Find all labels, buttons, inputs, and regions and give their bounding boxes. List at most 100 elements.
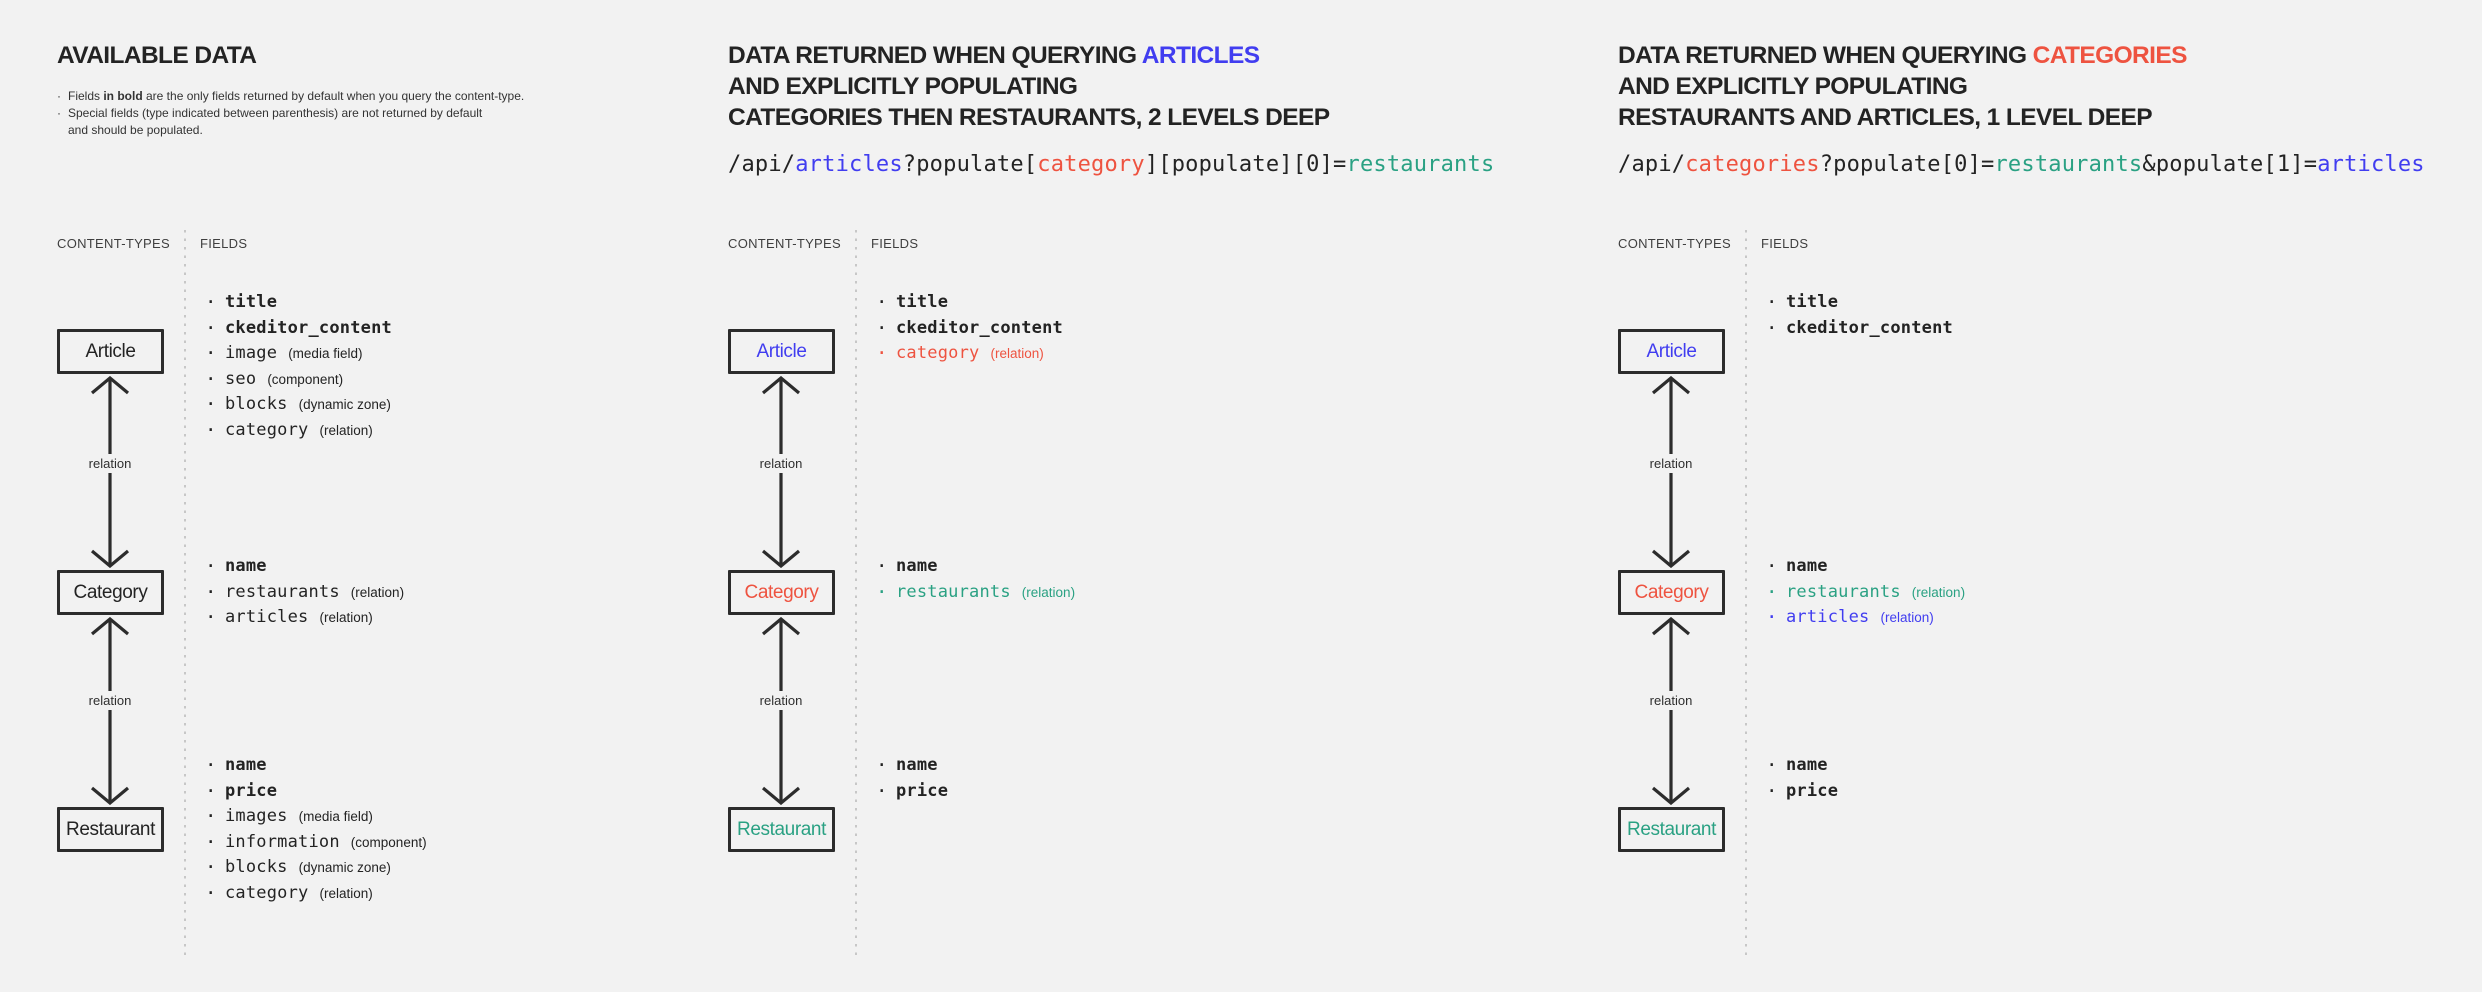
- api-query-segment: articles: [2317, 152, 2425, 177]
- field-name: blocks: [225, 857, 288, 878]
- note-text: Fields: [68, 89, 104, 103]
- api-query-segment: category: [1037, 152, 1145, 177]
- field-item: ·blocks(dynamic zone): [205, 855, 427, 881]
- api-query-segment: &populate[1]=: [2142, 152, 2318, 177]
- bullet-icon: ·: [205, 805, 217, 828]
- bullet-icon: ·: [1766, 779, 1778, 802]
- field-name: ckeditor_content: [1786, 317, 1953, 338]
- content-type-label: Article: [756, 340, 807, 362]
- field-item: · ckeditor_content: [205, 316, 392, 342]
- field-item: ·price: [1766, 779, 1838, 805]
- field-item: · ckeditor_content: [1766, 316, 1953, 342]
- field-name: ckeditor_content: [896, 317, 1063, 338]
- content-type-label: Article: [1646, 340, 1697, 362]
- bullet-icon: ·: [1766, 555, 1778, 578]
- field-name: restaurants: [1786, 581, 1901, 602]
- fields-list: · name ·price: [876, 753, 948, 804]
- api-query-segment: articles: [795, 152, 903, 177]
- field-item: ·title: [876, 290, 1063, 316]
- field-item: · title: [205, 290, 392, 316]
- column-header-content-types: CONTENT-TYPES: [728, 236, 841, 251]
- api-query-segment: restaurants: [1346, 152, 1495, 177]
- bullet-icon: ·: [205, 881, 217, 904]
- api-query: /api/categories?populate[0]=restaurants&…: [1618, 152, 2425, 177]
- column-header-fields: FIELDS: [1761, 236, 1809, 251]
- field-name: information: [225, 831, 340, 852]
- fields-list: ·name·price·images(media field)·informat…: [205, 753, 427, 906]
- field-item: ·name: [1766, 554, 1965, 580]
- field-annotation: (media field): [288, 346, 363, 362]
- fields-list: ·name·restaurants(relation)·articles(rel…: [205, 554, 404, 631]
- field-name: name: [896, 556, 938, 577]
- bullet-icon: ·: [876, 580, 888, 603]
- bullet-icon: ·: [205, 342, 217, 365]
- fields-list: ·name·restaurants(relation)·articles(rel…: [1766, 554, 1965, 631]
- field-annotation: (component): [350, 834, 427, 850]
- field-annotation: (media field): [298, 809, 373, 825]
- field-name: images: [225, 806, 288, 827]
- field-annotation: (component): [267, 371, 344, 387]
- relation-arrow: [1651, 617, 1691, 805]
- bullet-icon: ·: [876, 342, 888, 365]
- api-query-segment: categories: [1685, 152, 1820, 177]
- fields-list: ·title· ckeditor_content: [1766, 290, 1953, 341]
- bullet-icon: ·: [1766, 606, 1778, 629]
- field-name: category: [225, 882, 309, 903]
- field-name: category: [896, 343, 980, 364]
- content-type-label: Restaurant: [1627, 818, 1716, 840]
- content-type-box-restaurant: Restaurant: [1618, 807, 1725, 852]
- field-annotation: (relation): [1911, 584, 1966, 600]
- bullet-icon: ·: [876, 754, 888, 777]
- field-name: ckeditor_content: [225, 317, 392, 338]
- field-item: · image (media field): [205, 341, 392, 367]
- fields-list: · name ·restaurants(relation): [876, 554, 1075, 605]
- title-segment: AND EXPLICITLY POPULATING: [1618, 73, 1968, 100]
- field-name: restaurants: [225, 581, 340, 602]
- field-item: ·name: [205, 554, 404, 580]
- bullet-icon: ·: [1766, 580, 1778, 603]
- fields-list: · title · ckeditor_content · image (media fiel…: [205, 290, 392, 443]
- content-type-box-category: Category: [57, 570, 164, 615]
- title-segment: ARTICLES: [1141, 42, 1260, 69]
- field-item: ·category(relation): [205, 881, 427, 907]
- field-item: ·price: [876, 779, 948, 805]
- field-name: name: [896, 755, 938, 776]
- content-type-box-restaurant: Restaurant: [57, 807, 164, 852]
- bullet-icon: ·: [205, 316, 217, 339]
- content-type-box-article: Article: [1618, 329, 1725, 374]
- bullet-icon: ·: [205, 606, 217, 629]
- field-annotation: (relation): [350, 584, 405, 600]
- field-item: ·title: [1766, 290, 1953, 316]
- field-item: ·restaurants(relation): [876, 580, 1075, 606]
- field-item: · restaurants (relation): [1766, 580, 1965, 606]
- field-name: articles: [225, 607, 309, 628]
- bullet-icon: ·: [205, 291, 217, 314]
- relation-label: relation: [84, 454, 136, 473]
- bullet-icon: ·: [205, 367, 217, 390]
- bullet-icon: ·: [57, 106, 61, 120]
- notes: ·Fields in bold are the only fields retu…: [57, 88, 524, 139]
- field-annotation: (relation): [319, 422, 373, 438]
- api-query-segment: ][populate][0]=: [1144, 152, 1347, 177]
- field-name: image: [225, 343, 278, 364]
- column-header-content-types: CONTENT-TYPES: [1618, 236, 1731, 251]
- note-text: and should be populated.: [68, 123, 203, 137]
- field-item: · articles (relation): [205, 605, 404, 631]
- content-type-box-category: Category: [1618, 570, 1725, 615]
- field-name: title: [225, 292, 278, 313]
- field-item: · images (media field): [205, 804, 427, 830]
- column-divider: [855, 230, 857, 960]
- title-segment: DATA RETURNED WHEN QUERYING: [1618, 42, 2033, 69]
- field-annotation: (relation): [319, 610, 373, 626]
- title-segment: DATA RETURNED WHEN QUERYING: [728, 42, 1142, 69]
- bullet-icon: ·: [1766, 316, 1778, 339]
- field-item: ·name: [1766, 753, 1838, 779]
- column-header-content-types: CONTENT-TYPES: [57, 236, 170, 251]
- field-name: title: [1786, 292, 1839, 313]
- relation-label: relation: [1645, 454, 1697, 473]
- field-annotation: (dynamic zone): [298, 860, 391, 876]
- relation-label: relation: [84, 691, 136, 710]
- api-query-segment: /api/: [1618, 152, 1686, 177]
- column-header-fields: FIELDS: [200, 236, 248, 251]
